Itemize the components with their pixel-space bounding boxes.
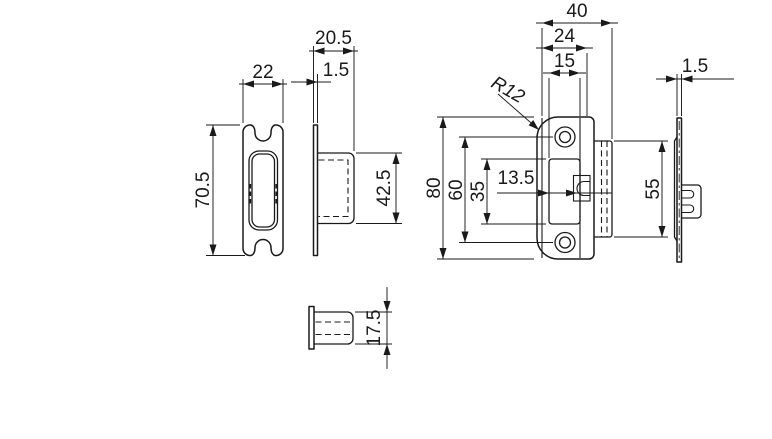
dim-faceplate-thickness-label: 1.5: [323, 60, 349, 81]
latch-box-hidden-cavity: [318, 159, 349, 218]
dim-overall-height: 80: [424, 116, 534, 260]
latch-bottom-flange: [308, 305, 315, 350]
screw-hole-top-inner: [558, 130, 572, 144]
dim-flange-height: 55: [614, 140, 668, 238]
latch-bottom-box: [314, 311, 354, 345]
dim-latch-offset-label: 13.5: [498, 168, 535, 189]
view-latch-box-bottom: 17.5: [308, 287, 392, 369]
dim-body-width-label: 24: [554, 26, 576, 47]
side-flange-line: [673, 136, 678, 242]
dim-depth-total-label: 20.5: [315, 28, 352, 49]
dim-side-thickness-label: 1.5: [682, 56, 708, 77]
dim-recess-width-label: 15: [554, 51, 575, 72]
strike-plate-outline: [536, 116, 595, 260]
dim-faceplate-thickness: 1.5: [291, 60, 349, 123]
dim-hole-spacing: 60: [446, 136, 553, 243]
side-latch-box: [681, 184, 702, 219]
latch-nose: [576, 180, 590, 197]
dim-box-height-label: 42.5: [374, 170, 395, 207]
screw-hole-bottom: [554, 231, 576, 254]
dim-overall-width: 40: [536, 1, 618, 139]
dim-overall-height-label: 80: [424, 177, 445, 198]
dim-body-width: 24: [536, 26, 593, 116]
dim-recess-width: 15: [543, 51, 586, 158]
latch-tongue: [572, 174, 591, 202]
dim-faceplate-height: 70.5: [193, 124, 245, 256]
dim-latchbox-depth: 17.5: [355, 287, 392, 369]
radius-callout: R12: [487, 72, 539, 130]
flange-outline: [594, 140, 613, 238]
dim-overall-width-label: 40: [566, 1, 587, 22]
latch-prong-1: [681, 189, 695, 199]
dim-side-thickness: 1.5: [656, 56, 734, 116]
dim-latchbox-depth-label: 17.5: [364, 310, 385, 347]
dim-faceplate-width-label: 22: [252, 62, 273, 83]
dim-recess-height-label: 35: [468, 181, 489, 202]
view-faceplate-front: 22 70.5: [193, 62, 287, 257]
faceplate-slot-outer: [248, 150, 279, 231]
latch-prong-2: [681, 204, 695, 214]
latch-recess: [548, 158, 581, 225]
faceplate-slot-inner: [251, 153, 276, 228]
view-strike-side: 1.5: [656, 56, 734, 263]
dim-depth-total: 20.5: [309, 28, 358, 151]
screw-hole-bottom-inner: [558, 236, 572, 249]
screw-hole-top: [554, 126, 576, 148]
dim-faceplate-width: 22: [239, 62, 287, 123]
view-strike-back: 40 24 15 R12 80: [424, 1, 668, 260]
faceplate-side-strip: [312, 124, 319, 257]
view-faceplate-side: 20.5 1.5 42.5: [291, 28, 402, 257]
dim-faceplate-height-label: 70.5: [193, 172, 214, 209]
dim-latch-offset: 13.5: [497, 168, 612, 197]
dim-box-height: 42.5: [356, 152, 402, 224]
dim-flange-height-label: 55: [643, 178, 664, 199]
dim-hole-spacing-label: 60: [446, 179, 467, 200]
dim-recess-height: 35: [468, 158, 546, 225]
latch-box-side: [317, 152, 355, 225]
